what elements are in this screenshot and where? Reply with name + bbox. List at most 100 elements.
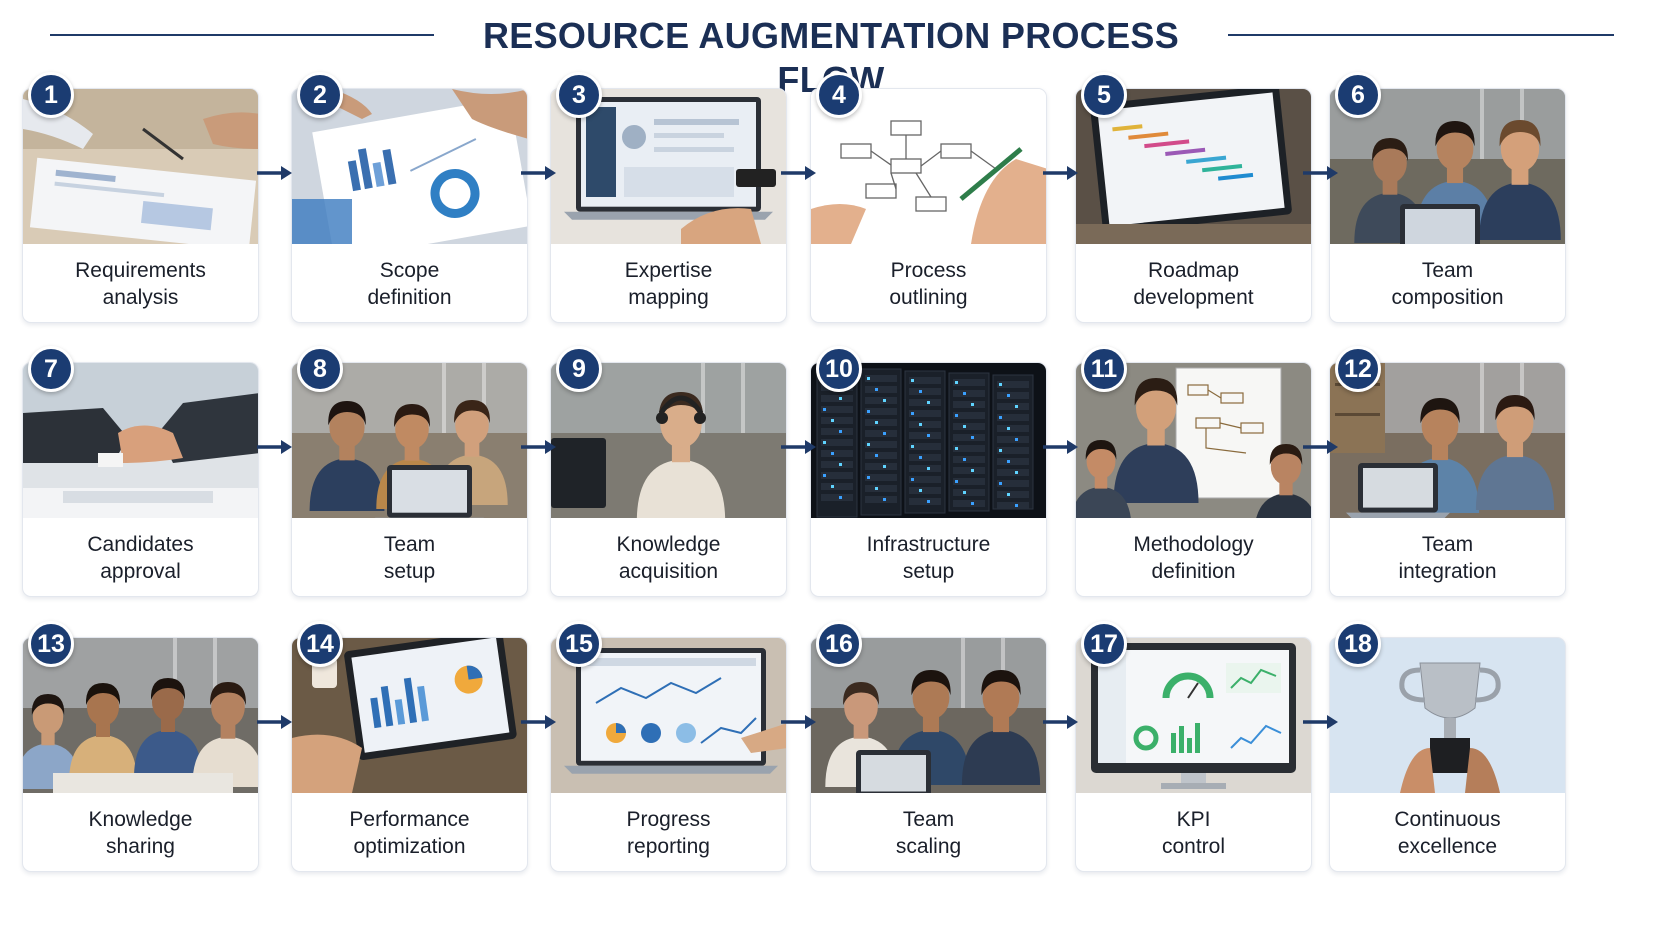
step-number-badge: 2 (297, 72, 343, 118)
step-label: Candidates approval (23, 518, 258, 596)
step-number-badge: 8 (297, 346, 343, 392)
process-step-card: Team composition (1329, 88, 1566, 323)
flowchart-sketch-icon (811, 89, 1046, 244)
step-number-badge: 4 (816, 72, 862, 118)
process-step-card: Team integration (1329, 362, 1566, 597)
step-label-line-2: approval (100, 560, 181, 583)
handshake-icon (23, 363, 258, 518)
step-label-line-1: Performance (349, 808, 470, 831)
flow-arrow-icon (781, 440, 816, 454)
step-label: Continuous excellence (1330, 793, 1565, 871)
step-number-badge: 6 (1335, 72, 1381, 118)
kpi-monitor-icon (1076, 638, 1311, 793)
server-rack-icon (811, 363, 1046, 518)
step-number-badge: 3 (556, 72, 602, 118)
process-step-card: Requirements analysis (22, 88, 259, 323)
flow-arrow-icon (521, 440, 556, 454)
flow-arrow-icon (781, 166, 816, 180)
step-label-line-2: optimization (353, 835, 466, 858)
step-label-line-2: integration (1398, 560, 1497, 583)
step-label-line-1: Knowledge (616, 533, 721, 556)
step-label: Performance optimization (292, 793, 527, 871)
header: RESOURCE AUGMENTATION PROCESS FLOW (0, 0, 1661, 100)
process-step-card: Roadmap development (1075, 88, 1312, 323)
step-label-line-1: Progress (626, 808, 711, 831)
process-step-card: Methodology definition (1075, 362, 1312, 597)
header-rule-right (1228, 34, 1614, 36)
process-step-card: Candidates approval (22, 362, 259, 597)
step-label-line-1: Team (383, 533, 436, 556)
flow-arrow-icon (1303, 166, 1338, 180)
header-rule-left (50, 34, 434, 36)
flow-arrow-icon (257, 440, 292, 454)
step-label-line-1: Team (1421, 259, 1474, 282)
process-step-card: KPI control (1075, 637, 1312, 872)
step-label-line-2: outlining (889, 286, 968, 309)
step-number-badge: 7 (28, 346, 74, 392)
step-label-line-2: control (1161, 835, 1226, 858)
flow-arrow-icon (1303, 440, 1338, 454)
step-label: Methodology definition (1076, 518, 1311, 596)
step-label-line-1: Continuous (1394, 808, 1501, 831)
step-number-badge: 9 (556, 346, 602, 392)
step-label: Requirements analysis (23, 244, 258, 322)
step-label-line-2: definition (1151, 560, 1236, 583)
step-label-line-1: Methodology (1133, 533, 1254, 556)
step-label-line-1: Candidates (87, 533, 194, 556)
step-label-line-2: excellence (1397, 835, 1498, 858)
step-label-line-1: Requirements (75, 259, 206, 282)
flow-arrow-icon (781, 715, 816, 729)
flow-arrow-icon (521, 715, 556, 729)
step-number-badge: 11 (1081, 346, 1127, 392)
flow-arrow-icon (1303, 715, 1338, 729)
step-number-badge: 17 (1081, 621, 1127, 667)
step-label-line-2: sharing (106, 835, 175, 858)
step-label: KPI control (1076, 793, 1311, 871)
step-label-line-1: Roadmap (1147, 259, 1240, 282)
process-step-card: Expertise mapping (550, 88, 787, 323)
step-label-line-1: Expertise (624, 259, 713, 282)
step-label-line-1: KPI (1176, 808, 1211, 831)
step-label-line-1: Infrastructure (866, 533, 991, 556)
process-step-card: Continuous excellence (1329, 637, 1566, 872)
report-dashboard-icon (551, 638, 786, 793)
flow-arrow-icon (1043, 440, 1078, 454)
analytics-laptop-icon (292, 638, 527, 793)
step-label-line-2: analysis (102, 286, 179, 309)
step-label-line-2: development (1133, 286, 1254, 309)
step-label-line-2: composition (1391, 286, 1504, 309)
process-step-card: Performance optimization (291, 637, 528, 872)
step-number-badge: 10 (816, 346, 862, 392)
step-label-line-1: Team (1421, 533, 1474, 556)
step-label-line-2: mapping (628, 286, 709, 309)
flow-arrow-icon (257, 166, 292, 180)
step-number-badge: 18 (1335, 621, 1381, 667)
step-label: Roadmap development (1076, 244, 1311, 322)
flow-arrow-icon (1043, 715, 1078, 729)
flow-arrow-icon (521, 166, 556, 180)
step-number-badge: 14 (297, 621, 343, 667)
step-label-line-1: Scope (379, 259, 440, 282)
step-number-badge: 13 (28, 621, 74, 667)
step-number-badge: 15 (556, 621, 602, 667)
step-label-line-2: scaling (895, 835, 962, 858)
headset-learner-icon (551, 363, 786, 518)
team-laptop-icon (292, 363, 527, 518)
step-number-badge: 16 (816, 621, 862, 667)
